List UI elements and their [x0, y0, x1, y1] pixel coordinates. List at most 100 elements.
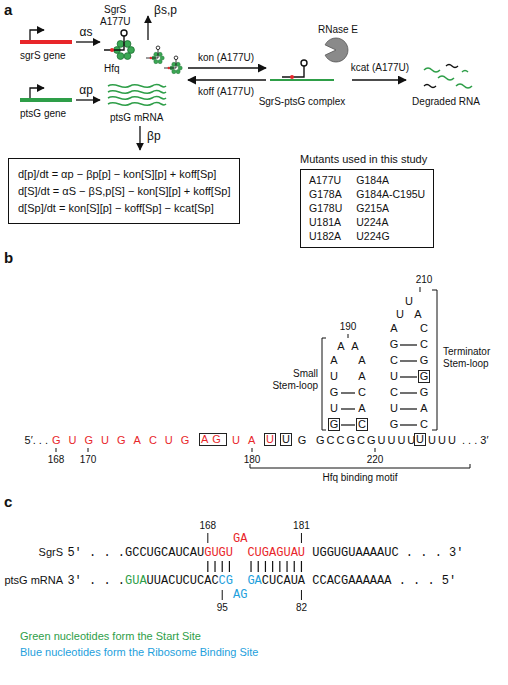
srna-strand — [164, 60, 176, 68]
nucleotide: A — [358, 402, 365, 415]
drawing-stroke — [341, 408, 355, 409]
panel-letter: c — [4, 494, 12, 510]
nucleotide: C — [358, 386, 366, 399]
nucleotide: A — [358, 354, 365, 367]
sequence-segment: UGGUGUAAAAUC . . . 3′ — [312, 546, 463, 560]
sequence-segment: GUGU — [204, 546, 233, 560]
text-label: αs — [80, 26, 93, 39]
nucleotide: G — [418, 370, 431, 383]
drawing-stroke — [56, 448, 57, 452]
hfq-subunit — [178, 66, 182, 70]
hfq-subunit — [154, 52, 158, 56]
sequence-segment: AG — [233, 588, 247, 602]
nucleotide: C — [420, 338, 428, 351]
nucleotide: U — [264, 433, 276, 446]
rna-fragment — [424, 68, 440, 72]
sequence-segment: AG — [199, 433, 227, 446]
sequence-segment: UA — [232, 434, 263, 447]
sequence-segment: GUGUGACUG — [52, 434, 197, 447]
base-pair-tick — [250, 561, 251, 572]
bracket — [322, 338, 326, 430]
nucleotide: G — [298, 434, 307, 447]
nucleotide: G — [328, 418, 341, 431]
hfq-subunit — [176, 62, 180, 66]
base-pair-tick — [272, 561, 273, 572]
position-number: 95 — [217, 602, 228, 614]
table-cell: G178A — [309, 188, 342, 201]
srna-strand — [104, 36, 124, 50]
position-number: 170 — [80, 454, 97, 466]
nucleotide: C — [420, 322, 428, 335]
table-frame: A177UG184AG178AG184A-C195UG178UG215AU181… — [300, 169, 434, 248]
nucleotide: G — [390, 338, 399, 351]
hfq-subunit — [124, 41, 131, 48]
drawing-stroke — [400, 376, 417, 377]
degradation-arrow — [352, 79, 406, 81]
sequence-segment: GCCGCGUUUU — [316, 434, 417, 447]
position-tick — [222, 590, 223, 600]
binding-arrow — [188, 67, 266, 69]
sgrs-gene-bar — [20, 40, 72, 44]
base-pair-tick — [229, 561, 230, 572]
equation: d[S]/dt = αS − βS,p[S] − kon[S][p] + kof… — [18, 183, 230, 199]
position-number: 210 — [416, 274, 433, 286]
decay-arrow — [139, 126, 140, 150]
position-number: 220 — [367, 454, 384, 466]
srna-strand — [146, 50, 158, 58]
position-tick — [207, 533, 208, 543]
hfq-srna-icon — [146, 46, 164, 64]
text-label: SgrS-ptsG complex — [259, 96, 346, 108]
srna-hairpin — [121, 30, 127, 36]
hfq-srna-icon — [164, 56, 182, 74]
nucleotide: A — [414, 308, 421, 321]
nucleotide: U — [396, 308, 404, 321]
motif-line — [250, 464, 470, 468]
position-number: 180 — [244, 454, 261, 466]
nucleotide: U — [330, 370, 338, 383]
drawing-stroke — [400, 392, 417, 393]
sequence-segment: UUACUCUCAC — [147, 574, 219, 588]
text-label: . . . 3′ — [462, 434, 489, 447]
nucleotide: A — [420, 402, 427, 415]
sequence-segment: CUCAUA — [262, 574, 305, 588]
srna-hairpin — [156, 46, 160, 50]
position-number: 168 — [199, 520, 216, 532]
rna-fragment — [424, 85, 436, 88]
text-label: ptsG gene — [20, 108, 66, 120]
nucleotide: A — [351, 340, 358, 353]
nucleotide: A — [390, 322, 397, 335]
table-cell: U224A — [356, 216, 425, 229]
hfq-srna-icon — [104, 30, 134, 59]
table-cell: U182A — [309, 230, 342, 243]
nucleotide: C — [390, 386, 398, 399]
nucleotide: G — [420, 386, 429, 399]
mutation-dot — [110, 48, 114, 52]
drawing-stroke — [400, 408, 417, 409]
rnase-e-shape — [325, 38, 348, 62]
hfq-subunit — [160, 56, 164, 60]
table-cell: G184A-C195U — [356, 188, 425, 201]
hfq-subunit — [154, 60, 158, 64]
ptsg-gene-bar — [20, 98, 72, 102]
mrna-strand — [270, 79, 334, 81]
drawing-stroke — [400, 360, 417, 361]
base-pair-tick — [294, 561, 295, 572]
panel-letter: a — [4, 2, 12, 18]
srna-hairpin — [301, 60, 307, 66]
equation: d[p]/dt = αp − βp[p] − kon[S][p] + koff[… — [18, 166, 230, 182]
sequence-segment: CCACGAAAAAA . . . 5′ — [312, 574, 456, 588]
drawing-stroke — [400, 344, 417, 345]
table-cell: G184A — [356, 174, 425, 187]
drawing-stroke — [88, 448, 89, 452]
promoter-arrow — [30, 88, 44, 98]
mrna-strand — [108, 96, 166, 99]
sequence-segment: GCCUGCAUCAU — [125, 546, 204, 560]
nucleotide: U — [414, 433, 426, 446]
text-label: A177U — [100, 16, 131, 28]
table-cell: U181A — [309, 216, 342, 229]
text-label: kon (A177U) — [198, 52, 254, 64]
transcription-arrow — [76, 99, 100, 100]
base-pair-tick — [286, 561, 287, 572]
nucleotide: U — [330, 402, 338, 415]
text-label: ptsG mRNA — [110, 112, 163, 124]
